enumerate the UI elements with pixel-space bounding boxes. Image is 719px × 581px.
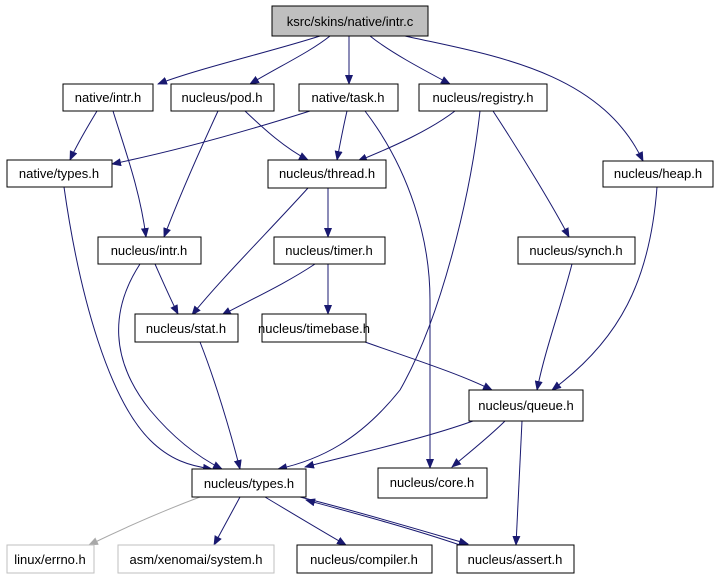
- node-label: nucleus/intr.h: [111, 243, 188, 258]
- node-label: ksrc/skins/native/intr.c: [287, 14, 414, 29]
- node-nucleus-timebase-h[interactable]: nucleus/timebase.h: [258, 313, 370, 343]
- node-label: nucleus/stat.h: [146, 321, 226, 336]
- edge-native-task-native-types: [111, 110, 311, 167]
- node-nucleus-types-h[interactable]: nucleus/types.h: [191, 468, 307, 498]
- node-nucleus-synch-h[interactable]: nucleus/synch.h: [517, 236, 636, 265]
- node-nucleus-compiler-h[interactable]: nucleus/compiler.h: [296, 544, 433, 574]
- edge-nucleus-pod-nucleus-intr: [163, 110, 219, 238]
- node-nucleus-stat-h[interactable]: nucleus/stat.h: [134, 313, 239, 343]
- node-label: nucleus/compiler.h: [310, 552, 418, 567]
- edge-nucleus-types-nucleus-assert: [299, 496, 469, 546]
- node-label: nucleus/types.h: [204, 476, 294, 491]
- node-label: nucleus/assert.h: [468, 552, 563, 567]
- node-label: nucleus/heap.h: [614, 166, 702, 181]
- node-label: nucleus/registry.h: [433, 90, 534, 105]
- edge-root-nucleus-registry: [369, 35, 451, 85]
- node-native-types-h[interactable]: native/types.h: [6, 159, 113, 188]
- node-label: nucleus/core.h: [390, 475, 475, 490]
- edge-registry-nucleus-types: [277, 110, 481, 472]
- node-nucleus-assert-h[interactable]: nucleus/assert.h: [456, 544, 575, 574]
- node-label: native/types.h: [19, 166, 99, 181]
- node-nucleus-heap-h[interactable]: nucleus/heap.h: [602, 160, 714, 188]
- node-label: nucleus/timebase.h: [258, 321, 370, 336]
- edge-nucleus-queue-nucleus-types: [304, 420, 474, 469]
- node-nucleus-thread-h[interactable]: nucleus/thread.h: [267, 159, 387, 189]
- edge-nucleus-types-nucleus-compiler: [264, 496, 347, 546]
- edge-nucleus-types-linux-errno: [88, 496, 201, 546]
- node-linux-errno-h[interactable]: linux/errno.h: [6, 544, 95, 574]
- edge-nucleus-stat-nucleus-types: [199, 341, 242, 470]
- node-nucleus-intr-h[interactable]: nucleus/intr.h: [97, 236, 202, 265]
- edge-native-types-nucleus-types: [63, 186, 213, 472]
- edge-nucleus-synch-nucleus-queue: [534, 263, 573, 391]
- edge-registry-nucleus-synch: [492, 110, 570, 238]
- edge-root-nucleus-pod: [249, 35, 331, 85]
- node-label: nucleus/pod.h: [182, 90, 263, 105]
- edge-nucleus-pod-nucleus-thread: [244, 110, 309, 161]
- node-nucleus-registry-h[interactable]: nucleus/registry.h: [418, 83, 548, 112]
- edge-native-task-nucleus-core: [364, 110, 434, 469]
- edge-native-intr-nucleus-intr: [112, 110, 149, 238]
- edge-root-nucleus-heap: [404, 35, 644, 162]
- edge-nucleus-intr-nucleus-stat: [154, 263, 179, 315]
- node-nucleus-core-h[interactable]: nucleus/core.h: [377, 467, 488, 499]
- node-label: nucleus/timer.h: [285, 243, 372, 258]
- edge-nucleus-timebase-nucleus-queue: [364, 341, 493, 391]
- edge-nucleus-timer-nucleus-stat: [221, 263, 316, 316]
- edge-nucleus-assert-nucleus-types: [305, 498, 461, 546]
- edge-native-intr-native-types: [69, 110, 98, 161]
- edge-nucleus-queue-nucleus-core: [451, 420, 506, 468]
- node-label: native/intr.h: [75, 90, 142, 105]
- node-native-intr-h[interactable]: native/intr.h: [62, 83, 154, 112]
- node-nucleus-pod-h[interactable]: nucleus/pod.h: [170, 83, 275, 112]
- node-label: nucleus/thread.h: [279, 166, 375, 181]
- edge-nucleus-types-asm-system: [213, 496, 241, 546]
- node-nucleus-timer-h[interactable]: nucleus/timer.h: [273, 236, 386, 265]
- node-label: native/task.h: [312, 90, 385, 105]
- node-native-task-h[interactable]: native/task.h: [298, 83, 399, 112]
- edge-nucleus-queue-nucleus-assert: [512, 420, 523, 546]
- edge-root-native-intr: [157, 35, 321, 85]
- edge-nucleus-thread-nucleus-stat: [191, 187, 309, 316]
- node-label: linux/errno.h: [14, 552, 86, 567]
- edge-nucleus-intr-nucleus-types: [118, 263, 223, 470]
- edge-nucleus-heap-nucleus-queue: [551, 186, 658, 391]
- node-label: nucleus/queue.h: [478, 398, 573, 413]
- node-root[interactable]: ksrc/skins/native/intr.c: [271, 5, 429, 37]
- node-nucleus-queue-h[interactable]: nucleus/queue.h: [468, 389, 584, 422]
- node-label: nucleus/synch.h: [529, 243, 622, 258]
- node-asm-xenomai-system-h[interactable]: asm/xenomai/system.h: [117, 544, 275, 574]
- edge-registry-nucleus-thread: [357, 110, 456, 162]
- edge-native-task-nucleus-thread: [334, 110, 348, 161]
- node-label: asm/xenomai/system.h: [130, 552, 263, 567]
